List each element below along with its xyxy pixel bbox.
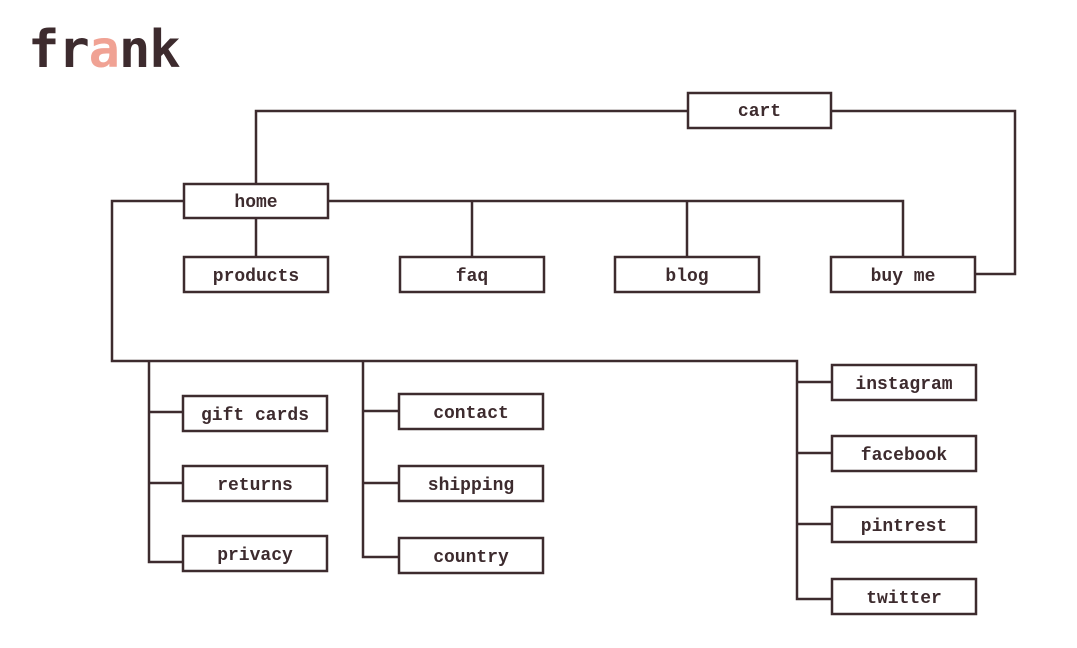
node-privacy-label: privacy [217,546,293,566]
node-cart-label: cart [738,102,781,122]
logo-letter-f: f [28,20,59,80]
logo-letter-k: k [149,20,180,80]
node-products-label: products [213,267,299,287]
node-home-label: home [234,193,277,213]
node-twitter[interactable]: twitter [830,577,978,616]
node-country[interactable]: country [397,536,545,575]
node-gift-cards[interactable]: gift cards [181,394,329,433]
node-cart[interactable]: cart [686,91,833,130]
edge-cart-buyme [830,109,1017,276]
node-home[interactable]: home [182,182,330,220]
node-instagram[interactable]: instagram [830,363,978,402]
node-facebook[interactable]: facebook [830,434,978,473]
node-contact[interactable]: contact [397,392,545,431]
logo-letter-a: a [88,20,120,80]
node-blog-label: blog [665,267,708,287]
logo-letter-n: n [118,20,150,80]
edge-home-right-bus [328,199,905,257]
node-twitter-label: twitter [866,589,942,609]
edge-group1-trunk [147,361,183,564]
node-faq-label: faq [456,267,488,287]
node-returns[interactable]: returns [181,464,329,503]
edge-home-cart [254,109,688,184]
node-products[interactable]: products [182,255,330,294]
node-gift-cards-label: gift cards [201,406,309,426]
node-instagram-label: instagram [855,375,952,395]
node-pintrest[interactable]: pintrest [830,505,978,544]
node-shipping-label: shipping [428,476,514,496]
brand-logo: frank [28,20,181,80]
logo-letter-r: r [58,20,89,80]
node-contact-label: contact [433,404,509,424]
node-returns-label: returns [217,476,293,496]
node-faq[interactable]: faq [398,255,546,294]
node-buy-me[interactable]: buy me [829,255,977,294]
node-buy-me-label: buy me [871,267,936,287]
node-country-label: country [433,548,509,568]
node-blog[interactable]: blog [613,255,761,294]
node-pintrest-label: pintrest [861,517,947,537]
node-shipping[interactable]: shipping [397,464,545,503]
node-privacy[interactable]: privacy [181,534,329,573]
connectors [110,109,1017,601]
edge-home-lower-bus [110,199,832,601]
node-facebook-label: facebook [861,446,948,466]
edge-group2-trunk [361,361,399,559]
